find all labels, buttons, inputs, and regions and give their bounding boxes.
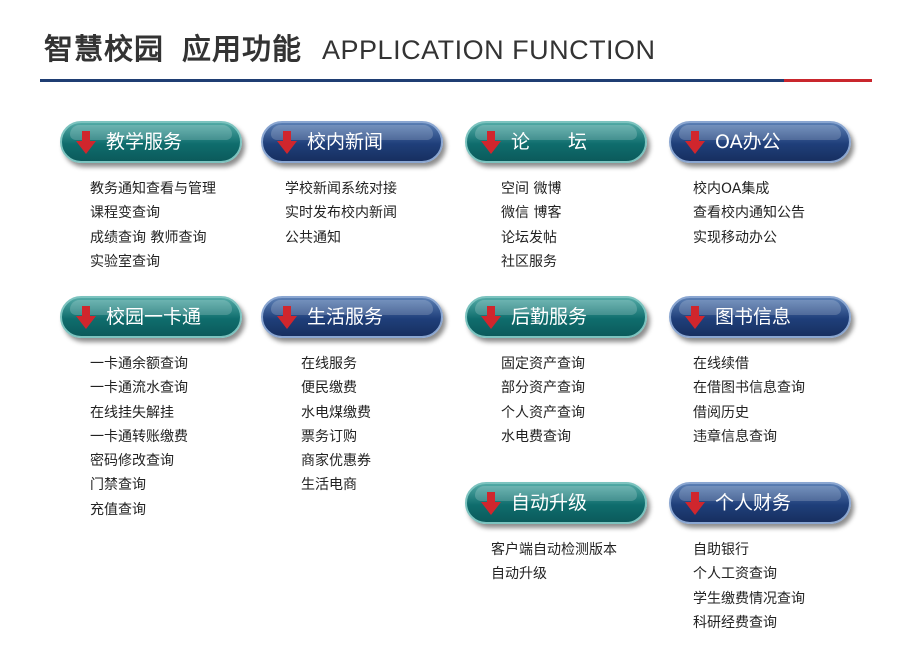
feature-item: 微信 博客: [501, 205, 562, 222]
section-header-button[interactable]: 生活服务: [261, 296, 443, 338]
feature-item: 成绩查询 教师查询: [90, 229, 207, 246]
feature-item: 教务通知查看与管理: [90, 181, 216, 197]
down-arrow-icon: [479, 305, 503, 331]
section-personal-finance: 个人财务自助银行个人工资查询学生缴费情况查询科研经费查询: [669, 482, 869, 631]
section-teaching-service: 教学服务教务通知查看与管理课程变查询成绩查询 教师查询实验室查询: [60, 121, 260, 270]
feature-item: 实现移动办公: [693, 229, 777, 246]
section-campus-card: 校园一卡通一卡通余额查询一卡通流水查询在线挂失解挂一卡通转账缴费密码修改查询门禁…: [60, 296, 260, 518]
section-title: 教学服务: [106, 131, 183, 153]
feature-item: 密码修改查询: [90, 453, 174, 470]
feature-item: 一卡通流水查询: [90, 380, 188, 397]
feature-item: 生活电商: [301, 477, 357, 494]
down-arrow-icon: [479, 491, 503, 517]
section-header-button[interactable]: 教学服务: [60, 121, 242, 163]
section-life-service: 生活服务在线服务便民缴费水电煤缴费票务订购商家优惠券生活电商: [261, 296, 461, 493]
down-arrow-icon: [275, 305, 299, 331]
feature-item: 客户端自动检测版本: [491, 542, 617, 558]
feature-item: 一卡通转账缴费: [90, 428, 188, 445]
feature-item: 在线续借: [693, 356, 749, 372]
section-oa-office: OA办公校内OA集成查看校内通知公告实现移动办公: [669, 121, 869, 246]
down-arrow-icon: [683, 491, 707, 517]
section-header-button[interactable]: 后勤服务: [465, 296, 647, 338]
section-logistics-service: 后勤服务固定资产查询部分资产查询个人资产查询水电费查询: [465, 296, 665, 445]
feature-item: 水电煤缴费: [301, 404, 371, 421]
feature-item: 科研经费查询: [693, 614, 777, 631]
feature-item: 校内OA集成: [693, 181, 770, 197]
section-header-button[interactable]: 图书信息: [669, 296, 851, 338]
feature-item: 充值查询: [90, 501, 146, 518]
section-header-button[interactable]: 校园一卡通: [60, 296, 242, 338]
feature-list: 自助银行个人工资查询学生缴费情况查询科研经费查询: [693, 538, 805, 635]
feature-item: 门禁查询: [90, 477, 146, 494]
title-chinese-part1: 智慧校园: [44, 32, 165, 66]
section-header-button[interactable]: OA办公: [669, 121, 851, 163]
feature-item: 学校新闻系统对接: [285, 181, 397, 197]
feature-item: 个人资产查询: [501, 404, 585, 421]
title-chinese-part2: 应用功能: [182, 32, 303, 66]
page-title: 智慧校园 应用功能 APPLICATION FUNCTION: [44, 26, 656, 68]
feature-item: 固定资产查询: [501, 356, 585, 372]
feature-item: 个人工资查询: [693, 566, 777, 583]
feature-list: 在线续借在借图书信息查询借阅历史违章信息查询: [693, 352, 805, 449]
feature-item: 水电费查询: [501, 428, 571, 445]
feature-item: 违章信息查询: [693, 428, 777, 445]
section-title: 图书信息: [715, 306, 792, 328]
feature-item: 自动升级: [491, 566, 547, 583]
section-header-button[interactable]: 自动升级: [465, 482, 647, 524]
section-title: 论 坛: [511, 131, 588, 153]
feature-list: 在线服务便民缴费水电煤缴费票务订购商家优惠券生活电商: [301, 352, 371, 498]
down-arrow-icon: [683, 130, 707, 156]
feature-item: 一卡通余额查询: [90, 356, 188, 372]
feature-item: 论坛发帖: [501, 229, 557, 246]
section-title: 个人财务: [715, 492, 792, 514]
section-title: OA办公: [715, 131, 781, 153]
title-english: APPLICATION FUNCTION: [322, 35, 656, 65]
feature-item: 学生缴费情况查询: [693, 590, 805, 607]
section-header-button[interactable]: 校内新闻: [261, 121, 443, 163]
feature-item: 商家优惠券: [301, 453, 371, 470]
feature-item: 实时发布校内新闻: [285, 205, 397, 222]
feature-item: 课程变查询: [90, 205, 160, 222]
feature-item: 在线服务: [301, 356, 357, 372]
section-title: 后勤服务: [511, 306, 588, 328]
feature-list: 学校新闻系统对接实时发布校内新闻公共通知: [285, 177, 397, 250]
down-arrow-icon: [74, 305, 98, 331]
down-arrow-icon: [479, 130, 503, 156]
feature-item: 自助银行: [693, 542, 749, 558]
down-arrow-icon: [275, 130, 299, 156]
feature-item: 空间 微博: [501, 181, 562, 197]
feature-item: 便民缴费: [301, 380, 357, 397]
section-auto-upgrade: 自动升级客户端自动检测版本自动升级: [465, 482, 665, 582]
feature-list: 空间 微博微信 博客论坛发帖社区服务: [501, 177, 561, 274]
feature-item: 社区服务: [501, 253, 557, 270]
section-header-button[interactable]: 个人财务: [669, 482, 851, 524]
section-campus-news: 校内新闻学校新闻系统对接实时发布校内新闻公共通知: [261, 121, 461, 246]
feature-item: 实验室查询: [90, 253, 160, 270]
down-arrow-icon: [683, 305, 707, 331]
section-library-info: 图书信息在线续借在借图书信息查询借阅历史违章信息查询: [669, 296, 869, 445]
section-forum: 论 坛空间 微博微信 博客论坛发帖社区服务: [465, 121, 665, 270]
header-divider-red: [784, 79, 872, 82]
feature-list: 校内OA集成查看校内通知公告实现移动办公: [693, 177, 805, 250]
feature-list: 固定资产查询部分资产查询个人资产查询水电费查询: [501, 352, 585, 449]
section-title: 自动升级: [511, 492, 588, 514]
feature-item: 公共通知: [285, 229, 341, 246]
section-title: 生活服务: [307, 306, 384, 328]
feature-list: 客户端自动检测版本自动升级: [491, 538, 617, 587]
section-header-button[interactable]: 论 坛: [465, 121, 647, 163]
feature-item: 借阅历史: [693, 404, 749, 421]
feature-list: 一卡通余额查询一卡通流水查询在线挂失解挂一卡通转账缴费密码修改查询门禁查询充值查…: [90, 352, 188, 522]
feature-item: 在借图书信息查询: [693, 380, 805, 397]
down-arrow-icon: [74, 130, 98, 156]
feature-item: 票务订购: [301, 428, 357, 445]
section-title: 校园一卡通: [106, 306, 202, 328]
section-title: 校内新闻: [307, 131, 384, 153]
header-divider-blue: [40, 79, 784, 82]
feature-item: 在线挂失解挂: [90, 404, 174, 421]
feature-item: 查看校内通知公告: [693, 205, 805, 222]
feature-item: 部分资产查询: [501, 380, 585, 397]
feature-list: 教务通知查看与管理课程变查询成绩查询 教师查询实验室查询: [90, 177, 216, 274]
